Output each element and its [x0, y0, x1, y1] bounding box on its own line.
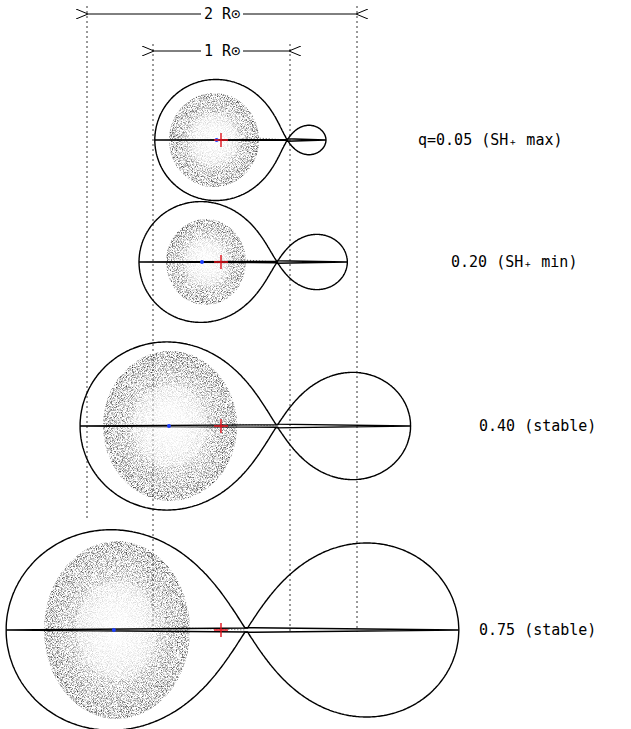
- dimension-label: 1 R⊙: [201, 43, 243, 60]
- mass-centre: [214, 623, 228, 637]
- mass-centre: [214, 419, 228, 433]
- roche-lobe: [6, 530, 459, 729]
- mass-ratio-label: 0.20 (SH₊ min): [451, 254, 577, 271]
- guide-lines: [87, 6, 357, 632]
- mass-ratio-label: 0.75 (stable): [479, 622, 596, 639]
- binary-system: [155, 80, 326, 201]
- roche-lobe: [139, 234, 347, 289]
- binary-system: [139, 202, 347, 323]
- dimension-label: 2 R⊙: [201, 6, 243, 23]
- roche-lobe: [6, 543, 459, 717]
- binary-system: [80, 342, 411, 510]
- primary-centre: [200, 260, 204, 264]
- mass-centre: [214, 255, 228, 269]
- roche-lobe: [155, 80, 326, 201]
- mass-ratio-label: q=0.05 (SH₊ max): [418, 132, 563, 149]
- mass-ratio-label: 0.40 (stable): [479, 418, 596, 435]
- primary-centre: [167, 424, 171, 428]
- binary-system: [6, 530, 459, 729]
- roche-lobe: [155, 125, 326, 154]
- roche-lobe: [139, 202, 347, 323]
- primary-centre: [112, 628, 116, 632]
- mass-centre: [214, 133, 228, 147]
- roche-lobe: [80, 342, 411, 510]
- binary-figures: [6, 80, 459, 729]
- roche-lobe: [80, 372, 411, 479]
